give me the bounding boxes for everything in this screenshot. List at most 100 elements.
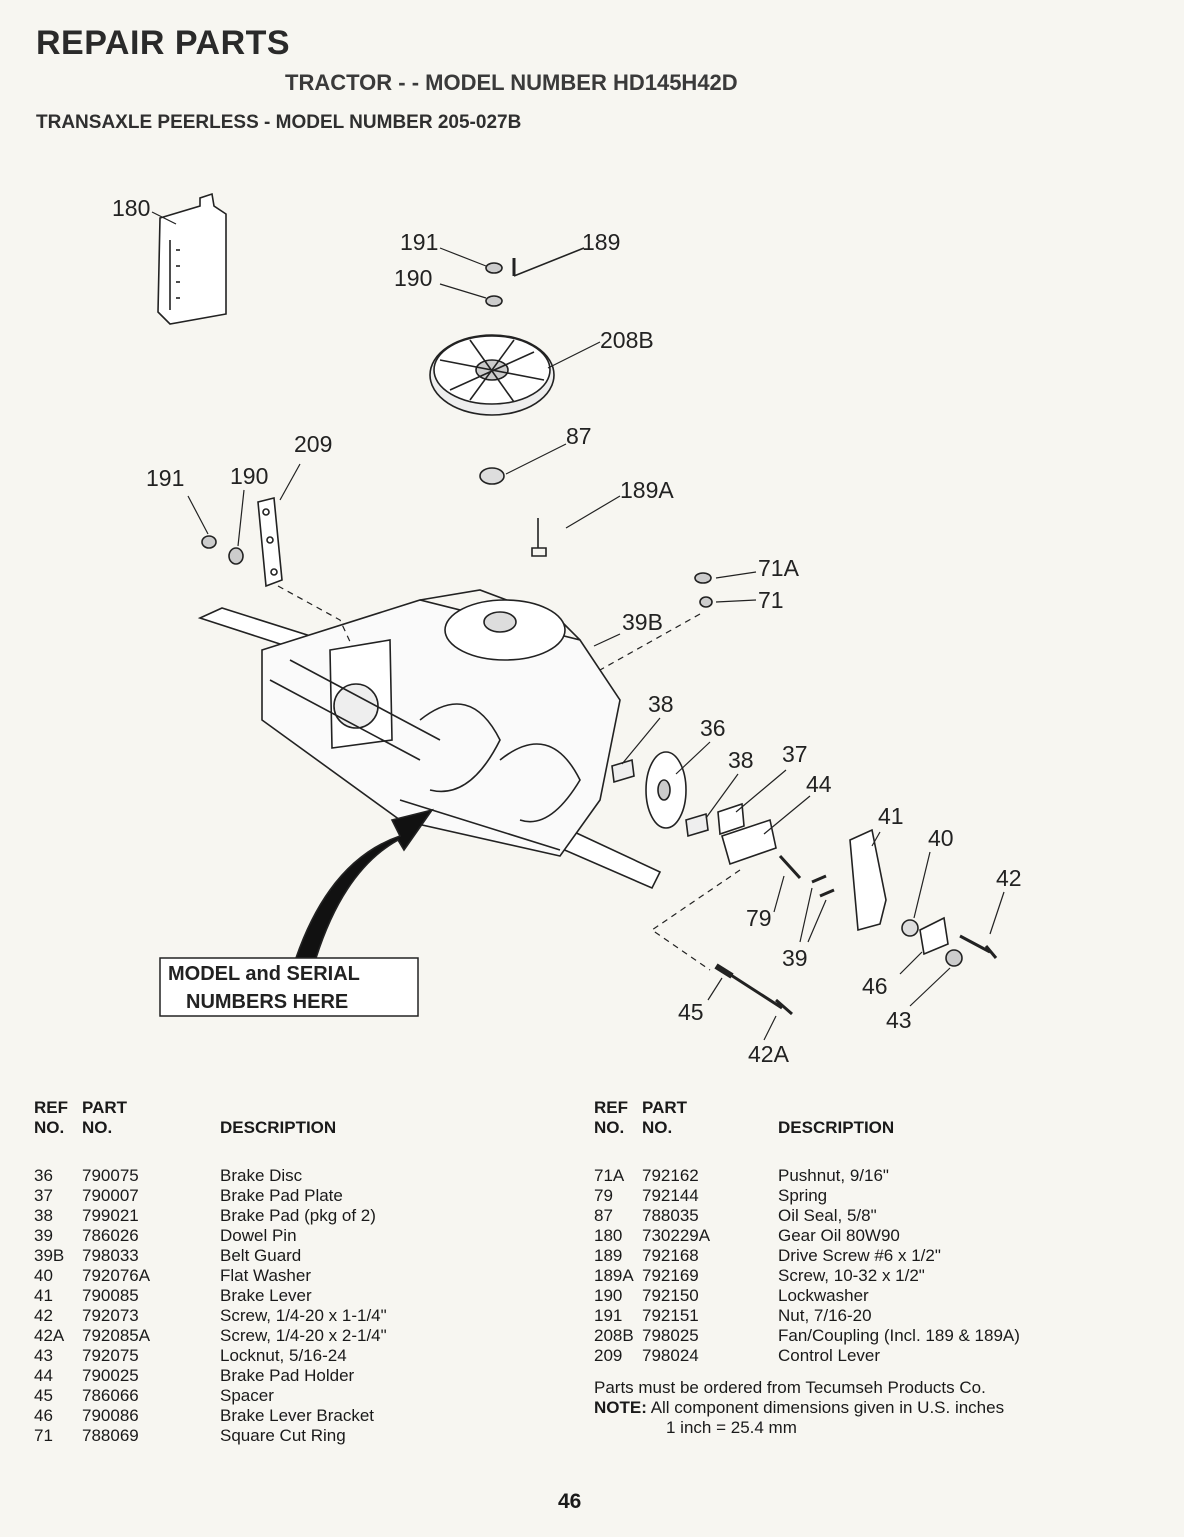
part-number-cell: 788069 [82,1426,139,1445]
callout-190: 190 [394,265,432,291]
description-cell: Dowel Pin [220,1226,297,1245]
callout-46: 46 [862,973,888,999]
page-number: 46 [558,1490,582,1513]
description-cell: Screw, 10-32 x 1/2" [778,1266,925,1285]
note-text: All component dimensions given in U.S. i… [650,1398,1005,1417]
ref-cell: 190 [594,1286,623,1305]
part-number-cell: 786026 [82,1226,139,1245]
callout-45: 45 [678,999,704,1025]
note-label: NOTE: [594,1398,647,1417]
ref-cell: 45 [34,1386,53,1405]
brake-pad-holder-icon [721,818,777,866]
ref-cell: 43 [34,1346,53,1365]
locknut-icon [945,949,963,967]
oil-seal-icon [479,467,505,485]
description-cell: Screw, 1/4-20 x 1-1/4" [220,1306,387,1325]
part-number-cell: 792162 [642,1166,699,1185]
part-number-cell: 792169 [642,1266,699,1285]
ordering-notes: Parts must be ordered from Tecumseh Prod… [594,1378,1004,1438]
ref-cell: 189 [594,1246,623,1265]
ref-cell: 79 [594,1186,613,1205]
dowel-pins-icon [811,874,835,898]
description-cell: Brake Disc [220,1166,303,1185]
callout-191-lever: 191 [146,465,184,491]
ref-cell: 191 [594,1306,623,1325]
ref-cell: 40 [34,1266,53,1285]
page-title: REPAIR PARTS [36,24,291,62]
part-number-cell: 790025 [82,1366,139,1385]
part-number-cell: 788035 [642,1206,699,1225]
ref-cell: 71 [34,1426,53,1445]
part-number-cell: 798024 [642,1346,699,1365]
callout-37: 37 [782,741,808,767]
callout-41: 41 [878,803,904,829]
part-number-cell: 792150 [642,1286,699,1305]
table-header: REF NO. PART NO. DESCRIPTION [594,1098,1154,1140]
callout-209: 209 [294,431,332,457]
description-cell: Brake Lever Bracket [220,1406,375,1425]
table-row: 189A 792169 Screw, 10-32 x 1/2" [594,1266,1154,1286]
callout-42a: 42A [748,1041,790,1067]
leader-lines [151,211,1005,1041]
callout-43: 43 [886,1007,912,1033]
description-cell: Brake Pad Holder [220,1366,355,1385]
description-cell: Spring [778,1186,828,1205]
callout-39: 39 [782,945,808,971]
header-ref-no: NO. [34,1118,65,1137]
spring-icon [778,854,802,880]
tractor-model-heading: TRACTOR - - MODEL NUMBER HD145H42D [285,70,738,95]
brake-pad-b-icon [685,812,709,838]
ref-cell: 46 [34,1406,53,1425]
assembly-lines [277,585,741,971]
dimension-note: NOTE: All component dimensions given in … [594,1398,1004,1418]
ref-cell: 41 [34,1286,53,1305]
header-description: DESCRIPTION [778,1118,895,1137]
table-row: 79 792144 Spring [594,1186,1154,1206]
conversion-text: 1 inch = 25.4 mm [666,1418,797,1437]
description-cell: Nut, 7/16-20 [778,1306,872,1325]
part-number-cell: 792144 [642,1186,699,1205]
description-cell: Brake Pad (pkg of 2) [220,1206,376,1225]
part-number-cell: 786066 [82,1386,139,1405]
ref-cell: 189A [594,1266,634,1285]
part-number-cell: 798033 [82,1246,139,1265]
table-header: REF NO. PART NO. DESCRIPTION [34,1098,574,1140]
transaxle-model-heading: TRANSAXLE PEERLESS - MODEL NUMBER 205-02… [36,112,522,133]
callout-191: 191 [400,229,438,255]
table-row: 38 799021 Brake Pad (pkg of 2) [34,1206,574,1226]
ref-cell: 39 [34,1226,53,1245]
callout-71a: 71A [758,555,800,581]
callout-38-b: 38 [728,747,754,773]
description-cell: Oil Seal, 5/8" [778,1206,877,1225]
callout-42: 42 [996,865,1022,891]
ref-cell: 209 [594,1346,623,1365]
header-ref: REF [34,1098,68,1117]
header-part-no: NO. [82,1118,113,1137]
part-number-cell: 799021 [82,1206,139,1225]
part-number-cell: 798025 [642,1326,699,1345]
callout-189: 189 [582,229,620,255]
description-cell: Flat Washer [220,1266,312,1285]
callout-87: 87 [566,423,592,449]
screw-189a-icon [531,518,547,557]
part-number-cell: 790007 [82,1186,139,1205]
model-serial-box [159,957,419,1017]
ref-cell: 38 [34,1206,53,1225]
part-number-cell: 790086 [82,1406,139,1425]
part-number-cell: 792075 [82,1346,139,1365]
part-number-cell: 792073 [82,1306,139,1325]
